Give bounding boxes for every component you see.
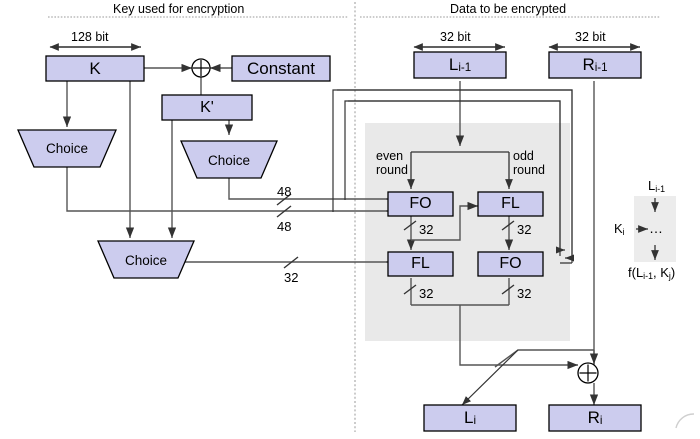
wire-choice2-bus [228, 178, 407, 204]
bus-label-48-upper: 48 [277, 184, 292, 199]
box-L-output [423, 404, 517, 432]
box-R-input [548, 51, 642, 79]
label-FO-top-left: FO [409, 195, 432, 212]
label-box-constant: Constant [246, 58, 316, 78]
legend-result-label: f(Li-1, Kj) [628, 265, 676, 282]
corner-arc-decoration [675, 413, 695, 429]
wire-fo1-to-fl1 [411, 201, 479, 241]
dim-label-32bit-left: 32 bit [440, 30, 471, 44]
dim-label-128bit: 128 bit [71, 30, 109, 44]
bus-slash-32key [283, 256, 299, 269]
xor-gate-key [191, 58, 211, 78]
bus-slash-48b [276, 205, 292, 218]
slash-fl1 [501, 220, 515, 231]
box-R-output [548, 404, 642, 432]
xor-gate-data [577, 362, 599, 384]
slash-fo1 [403, 220, 417, 231]
label-choice-top-right: Choice [207, 152, 251, 168]
dim-label-32bit-right: 32 bit [575, 30, 606, 44]
box-FL-top-right [477, 191, 544, 217]
box-kprime [161, 94, 253, 121]
wire-diagonal-to-Li [461, 349, 519, 406]
wire-choice1-bus [66, 167, 407, 216]
bus-label-48-lower: 48 [277, 219, 292, 234]
label-FL-top-right: FL [501, 195, 520, 212]
label-box-kprime: K' [200, 98, 214, 116]
slash-fo2 [501, 284, 515, 295]
wire-merge-down [459, 305, 579, 370]
box-constant [231, 55, 331, 82]
fb-path-a [337, 89, 575, 262]
box-K [45, 55, 145, 82]
width-label-fl2: 32 [419, 286, 434, 301]
trapezoid-choice-top-left [17, 129, 117, 168]
legend-body-ellipsis: … [649, 220, 663, 236]
box-FO-top-left [387, 191, 454, 217]
label-choice-bottom: Choice [124, 252, 168, 268]
fb-path-b [348, 100, 566, 254]
heading-left: Key used for encryption [113, 2, 245, 16]
legend-input-label: Li-1 [648, 178, 666, 195]
label-even-round: even round [376, 149, 408, 177]
label-choice-top-left: Choice [45, 140, 89, 156]
box-FO-bottom-right [477, 251, 544, 277]
label-box-K: K [89, 58, 101, 78]
bus-label-32-key: 32 [284, 270, 299, 285]
box-FL-bottom-left [387, 251, 454, 277]
label-FL-bottom-left: FL [411, 255, 430, 272]
bus-slash-48a [276, 193, 292, 206]
width-label-fl1: 32 [517, 222, 532, 237]
box-L-input [413, 51, 507, 79]
slash-fl2 [403, 284, 417, 295]
width-label-fo1: 32 [419, 222, 434, 237]
heading-right: Data to be encrypted [450, 2, 567, 16]
trapezoid-choice-top-right [180, 140, 278, 179]
width-label-fo2: 32 [517, 286, 532, 301]
label-FO-bottom-right: FO [499, 255, 522, 272]
trapezoid-choice-bottom [97, 240, 195, 279]
legend-key-label: Ki [614, 221, 625, 238]
label-odd-round: odd round [513, 149, 545, 177]
